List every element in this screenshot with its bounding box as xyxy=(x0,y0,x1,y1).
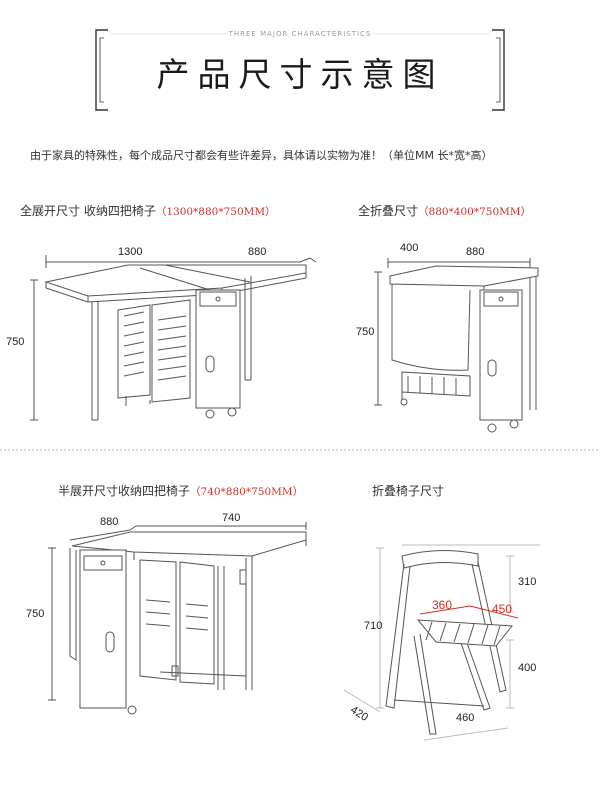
chair-base-width: 460 xyxy=(456,712,475,724)
full-open-dims: （1300*880*750MM） xyxy=(155,206,276,218)
folding-chair-drawing xyxy=(343,544,540,741)
chair-seat-depth: 450 xyxy=(492,602,513,616)
half-open-length: 740 xyxy=(222,512,241,524)
fully-folded-dims: （880*400*750MM） xyxy=(418,206,532,218)
chair-caption: 折叠椅子尺寸 xyxy=(372,484,445,498)
half-open-caption: 半展开尺寸收纳四把椅子（740*880*750MM） xyxy=(58,482,303,499)
full-open-height: 750 xyxy=(6,336,25,348)
half-open-caption-text: 半展开尺寸收纳四把椅子 xyxy=(58,484,191,498)
fully-folded-depth: 880 xyxy=(466,246,485,258)
chair-back-height: 310 xyxy=(518,576,537,588)
fully-folded-height: 750 xyxy=(356,326,375,338)
full-open-length: 1300 xyxy=(118,246,143,258)
fully-folded-width: 400 xyxy=(400,242,419,254)
header-kicker: THREE MAJOR CHARACTERISTICS xyxy=(228,30,372,38)
dimension-note: 由于家具的特殊性，每个成品尺寸都会有些许差异，具体请以实物为准！（单位MM 长*… xyxy=(30,149,493,162)
full-open-caption-text: 全展开尺寸 收纳四把椅子 xyxy=(20,204,156,218)
full-open-table-drawing xyxy=(30,255,317,421)
chair-seat-width: 360 xyxy=(432,598,453,612)
fully-folded-caption: 全折叠尺寸（880*400*750MM） xyxy=(358,202,531,219)
full-open-caption: 全展开尺寸 收纳四把椅子（1300*880*750MM） xyxy=(20,202,276,219)
fully-folded-table-drawing xyxy=(374,258,539,433)
half-open-depth: 880 xyxy=(100,516,119,528)
chair-total-height: 710 xyxy=(364,620,383,632)
half-open-dims: （740*880*750MM） xyxy=(190,486,304,498)
title-bracket-right xyxy=(492,29,505,111)
page-title: 产品尺寸示意图 xyxy=(156,55,444,94)
full-open-depth: 880 xyxy=(248,246,267,258)
half-open-table-drawing xyxy=(48,522,307,715)
fully-folded-caption-text: 全折叠尺寸 xyxy=(358,204,419,218)
title-bracket-left xyxy=(95,29,108,111)
half-open-height: 750 xyxy=(26,608,45,620)
chair-seat-height: 400 xyxy=(518,662,537,674)
